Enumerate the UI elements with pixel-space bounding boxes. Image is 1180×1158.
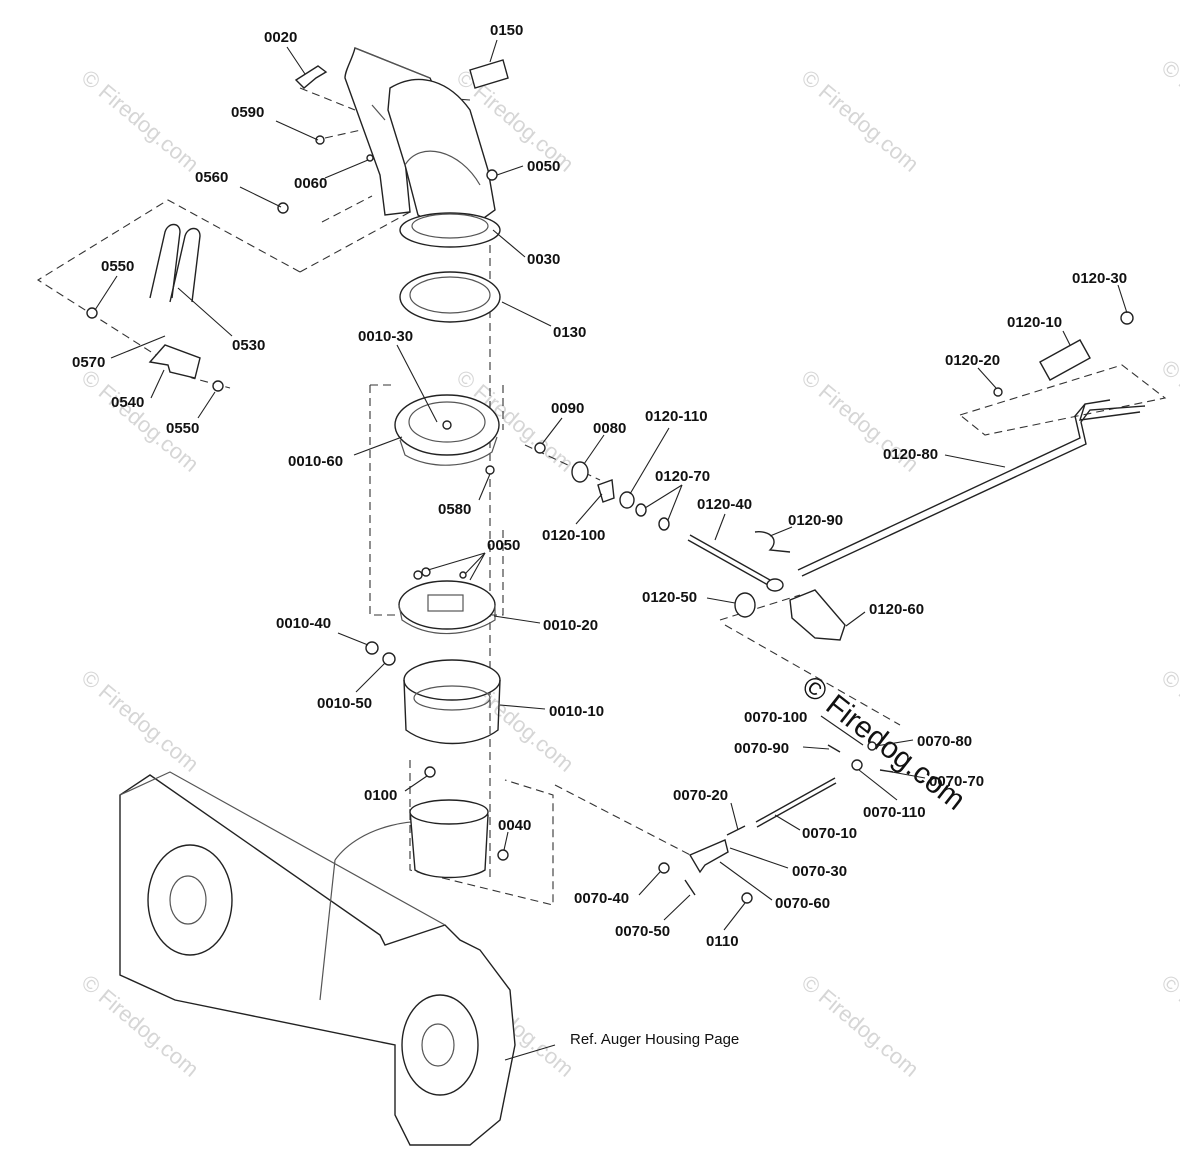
part-label-0090: 0090 [551, 400, 584, 417]
watermark: © Firedog.com [1157, 55, 1180, 167]
part-label-0010-20: 0010-20 [543, 617, 598, 634]
part-label-0020: 0020 [264, 29, 297, 46]
part-label-0550: 0550 [166, 420, 199, 437]
gear-ring [403, 659, 501, 745]
part-label-0120-60: 0120-60 [869, 601, 924, 618]
gasket-ring [399, 271, 501, 323]
part-label-0130: 0130 [553, 324, 586, 341]
watermark: © Firedog.com [77, 65, 204, 177]
part-label-0070-90: 0070-90 [734, 740, 789, 757]
part-label-0030: 0030 [527, 251, 560, 268]
part-label-0100: 0100 [364, 787, 397, 804]
part-label-0120-80: 0120-80 [883, 446, 938, 463]
part-label-0570: 0570 [72, 354, 105, 371]
part-label-0120-50: 0120-50 [642, 589, 697, 606]
hardware-small [86, 135, 1134, 904]
part-label-0530: 0530 [232, 337, 265, 354]
watermark: © Firedog.com [77, 665, 204, 777]
part-label-0070-30: 0070-30 [792, 863, 847, 880]
part-label-0080: 0080 [593, 420, 626, 437]
part-label-0120-100: 0120-100 [542, 527, 605, 544]
part-label-0070-110: 0070-110 [863, 804, 926, 821]
bracket [148, 344, 201, 379]
part-label-0050: 0050 [527, 158, 560, 175]
watermark: © Firedog.com [797, 65, 924, 177]
rotation-plate [398, 580, 496, 635]
part-label-0070-70: 0070-70 [929, 773, 984, 790]
watermark: © Firedog.com [797, 970, 924, 1082]
part-label-0010-40: 0010-40 [276, 615, 331, 632]
crank-handle-grip [1039, 339, 1091, 381]
part-label-0070-40: 0070-40 [574, 890, 629, 907]
watermark: © Firedog.com [1157, 665, 1180, 777]
watermark: © Firedog.com [1157, 355, 1180, 467]
part-labels: 0020 0150 0590 0060 0560 0050 0030 0550 … [72, 22, 1127, 1048]
watermark: © Firedog.com [1157, 970, 1180, 1082]
chute-tilt-linkage [684, 741, 894, 896]
part-label-0580: 0580 [438, 501, 471, 518]
chute-knob [294, 65, 328, 89]
part-label-0120-10: 0120-10 [1007, 314, 1062, 331]
part-label-0120-20: 0120-20 [945, 352, 1000, 369]
part-label-0010-60: 0010-60 [288, 453, 343, 470]
part-label-0060: 0060 [294, 175, 327, 192]
leader-lines [94, 39, 1128, 931]
part-label-0070-60: 0070-60 [775, 895, 830, 912]
part-label-0120-40: 0120-40 [697, 496, 752, 513]
part-label-0550: 0550 [101, 258, 134, 275]
threaded-rod [687, 534, 784, 592]
part-label-0070-100: 0070-100 [744, 709, 807, 726]
part-label-0040: 0040 [498, 817, 531, 834]
part-label-0010-50: 0010-50 [317, 695, 372, 712]
part-label-0120-70: 0120-70 [655, 468, 710, 485]
crank-hardware [571, 461, 670, 531]
part-label-0590: 0590 [231, 104, 264, 121]
part-label-0070-50: 0070-50 [615, 923, 670, 940]
crank-rod [797, 399, 1146, 577]
chute-spring-rod [149, 223, 201, 303]
part-label-0010-30: 0010-30 [358, 328, 413, 345]
label-plate [469, 59, 509, 89]
universal-joint [734, 589, 846, 641]
auger-housing [119, 771, 556, 1146]
pinion-gear [365, 641, 396, 666]
part-label-0120-30: 0120-30 [1072, 270, 1127, 287]
part-label-0120-90: 0120-90 [788, 512, 843, 529]
part-label-0540: 0540 [111, 394, 144, 411]
part-label-0050: 0050 [487, 537, 520, 554]
part-label-0560: 0560 [195, 169, 228, 186]
part-label-0120-110: 0120-110 [645, 408, 708, 425]
part-label-0070-10: 0070-10 [802, 825, 857, 842]
reference-note: Ref. Auger Housing Page [570, 1031, 739, 1048]
part-label-0150: 0150 [490, 22, 523, 39]
part-label-0070-20: 0070-20 [673, 787, 728, 804]
rotation-ring-upper [394, 394, 500, 466]
discharge-chute [344, 47, 501, 248]
hairpin-clip [754, 531, 791, 553]
part-label-0110: 0110 [706, 933, 739, 950]
part-label-0070-80: 0070-80 [917, 733, 972, 750]
part-label-0010-10: 0010-10 [549, 703, 604, 720]
